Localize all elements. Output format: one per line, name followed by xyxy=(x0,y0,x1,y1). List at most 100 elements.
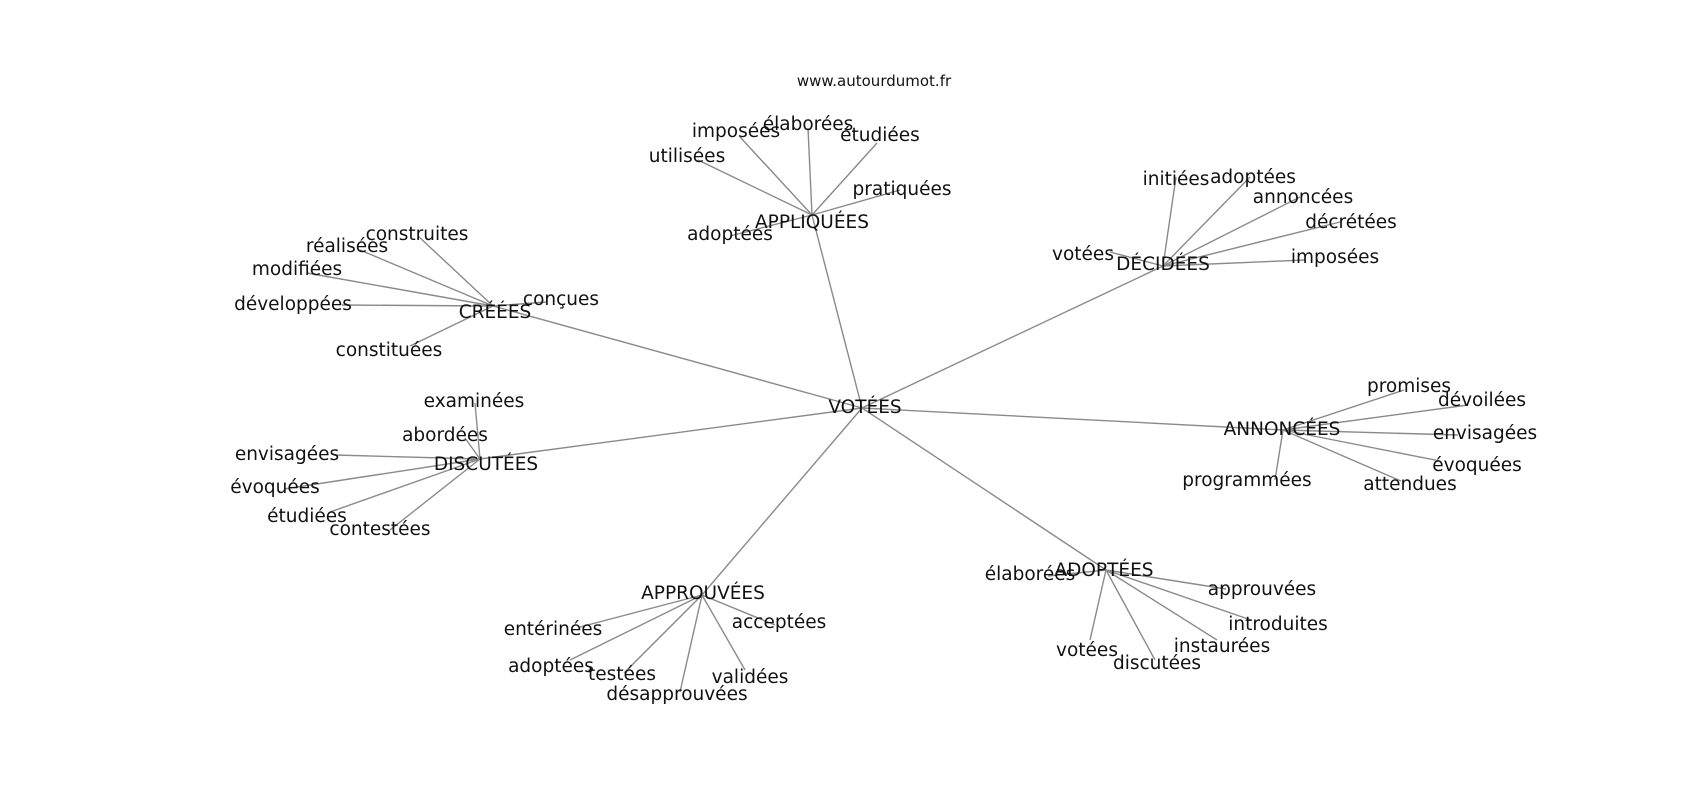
hub-word-node[interactable]: DISCUTÉES xyxy=(434,453,538,475)
leaf-word-node[interactable]: adoptées xyxy=(1210,167,1296,188)
leaf-word-node[interactable]: pratiquées xyxy=(853,179,952,200)
center-hub-edge xyxy=(861,265,1164,409)
hub-word-edge xyxy=(679,594,703,693)
leaf-word-node[interactable]: acceptées xyxy=(732,612,826,633)
hub-word-edge xyxy=(334,454,481,460)
hub-word-edge xyxy=(492,301,547,307)
hub-word-edge xyxy=(1282,389,1405,431)
hub-word-node[interactable]: ADOPTÉES xyxy=(1054,559,1153,581)
leaf-word-node[interactable]: utilisées xyxy=(649,146,725,167)
hub-word-edge xyxy=(1162,221,1341,267)
leaf-word-node[interactable]: examinées xyxy=(424,391,525,412)
leaf-word-node[interactable]: étudiées xyxy=(267,506,347,527)
center-hub-edge xyxy=(861,407,1284,431)
leaf-word-node[interactable]: initiées xyxy=(1143,169,1210,190)
leaf-word-node[interactable]: étudiées xyxy=(840,125,920,146)
leaf-word-node[interactable]: envisagées xyxy=(1433,423,1537,444)
hub-word-edge xyxy=(807,127,813,216)
leaf-word-node[interactable]: abordées xyxy=(402,425,488,446)
leaf-word-node[interactable]: testées xyxy=(588,664,656,685)
leaf-word-node[interactable]: élaborées xyxy=(985,564,1076,585)
hub-word-node[interactable]: APPLIQUÉES xyxy=(755,211,869,233)
hub-word-node[interactable]: DÉCIDÉES xyxy=(1116,253,1210,275)
leaf-word-node[interactable]: attendues xyxy=(1363,474,1456,495)
label-layer: VOTÉESAPPLIQUÉESimposéesélaboréesétudiée… xyxy=(230,114,1537,705)
leaf-word-node[interactable]: désapprouvées xyxy=(606,684,747,705)
hub-word-edge xyxy=(1105,569,1252,621)
leaf-word-node[interactable]: validées xyxy=(712,667,789,688)
leaf-word-node[interactable]: introduites xyxy=(1228,614,1328,635)
leaf-word-node[interactable]: conçues xyxy=(523,289,599,310)
hub-word-edge xyxy=(283,458,481,490)
leaf-word-node[interactable]: discutées xyxy=(1113,653,1201,674)
leaf-word-node[interactable]: votées xyxy=(1052,244,1114,265)
hub-word-edge xyxy=(1089,569,1107,641)
leaf-word-node[interactable]: modifiées xyxy=(252,259,342,280)
hub-word-edge xyxy=(701,594,776,626)
leaf-word-node[interactable]: décrétées xyxy=(1305,212,1397,233)
hub-word-edge xyxy=(1274,429,1284,481)
leaf-word-node[interactable]: adoptées xyxy=(687,224,773,245)
hub-word-node[interactable]: CRÉÉES xyxy=(459,301,532,323)
center-hub-edge xyxy=(811,214,863,409)
hub-word-edge xyxy=(1282,429,1441,462)
center-hub-edge xyxy=(701,407,863,596)
leaf-word-node[interactable]: imposées xyxy=(1291,247,1379,268)
hub-word-edge xyxy=(359,249,494,307)
center-hub-edge xyxy=(479,407,863,460)
hub-word-edge xyxy=(1105,569,1218,641)
leaf-word-node[interactable]: adoptées xyxy=(508,656,594,677)
hub-word-edge xyxy=(811,142,878,216)
leaf-word-node[interactable]: promises xyxy=(1367,376,1451,397)
hub-word-edge xyxy=(1282,429,1459,436)
hub-word-edge xyxy=(729,214,813,237)
hub-word-node[interactable]: APPROUVÉES xyxy=(641,582,765,604)
leaf-word-node[interactable]: développées xyxy=(234,294,352,315)
leaf-word-node[interactable]: évoquées xyxy=(1432,455,1522,476)
center-hub-edge xyxy=(861,407,1107,571)
leaf-word-node[interactable]: annoncées xyxy=(1253,187,1353,208)
leaf-word-node[interactable]: entérinées xyxy=(504,619,603,640)
hub-word-edge xyxy=(569,594,703,661)
leaf-word-node[interactable]: construites xyxy=(366,224,469,245)
hub-word-edge xyxy=(1109,251,1164,267)
leaf-word-node[interactable]: élaborées xyxy=(763,114,854,135)
hub-word-edge xyxy=(1105,569,1156,661)
hub-word-edge xyxy=(474,402,481,460)
leaf-word-node[interactable]: contestées xyxy=(329,519,430,540)
hub-word-edge xyxy=(409,305,494,347)
center-word-node[interactable]: VOTÉES xyxy=(828,396,901,418)
hub-word-edge xyxy=(341,304,494,307)
edge-layer xyxy=(283,127,1469,693)
leaf-word-node[interactable]: dévoilées xyxy=(1438,390,1526,411)
hub-word-edge xyxy=(623,594,703,674)
hub-word-edge xyxy=(1162,259,1306,267)
center-hub-edge xyxy=(492,305,863,409)
hub-word-edge xyxy=(1282,429,1402,482)
leaf-word-node[interactable]: envisagées xyxy=(235,444,339,465)
hub-word-edge xyxy=(811,189,901,216)
hub-word-edge xyxy=(1282,404,1469,431)
hub-word-edge xyxy=(697,159,813,216)
leaf-word-node[interactable]: évoquées xyxy=(230,477,320,498)
hub-word-edge xyxy=(579,594,703,628)
hub-word-edge xyxy=(389,458,481,531)
hub-word-edge xyxy=(417,235,494,307)
leaf-word-node[interactable]: réalisées xyxy=(306,236,388,257)
hub-word-edge xyxy=(306,272,494,307)
leaf-word-node[interactable]: programmées xyxy=(1182,470,1311,491)
hub-word-edge xyxy=(1162,176,1251,267)
hub-word-edge xyxy=(1162,176,1177,267)
leaf-word-node[interactable]: imposées xyxy=(692,121,780,142)
leaf-word-node[interactable]: constituées xyxy=(336,340,443,361)
hub-word-edge xyxy=(1162,196,1301,267)
hub-word-edge xyxy=(1047,569,1107,577)
source-watermark: www.autourdumot.fr xyxy=(796,72,952,90)
leaf-word-node[interactable]: approuvées xyxy=(1208,579,1316,600)
leaf-word-node[interactable]: votées xyxy=(1056,640,1118,661)
hub-word-edge xyxy=(1105,569,1227,590)
hub-word-node[interactable]: ANNONCÉES xyxy=(1224,418,1341,440)
leaf-word-node[interactable]: instaurées xyxy=(1174,636,1270,657)
hub-word-edge xyxy=(329,458,481,513)
